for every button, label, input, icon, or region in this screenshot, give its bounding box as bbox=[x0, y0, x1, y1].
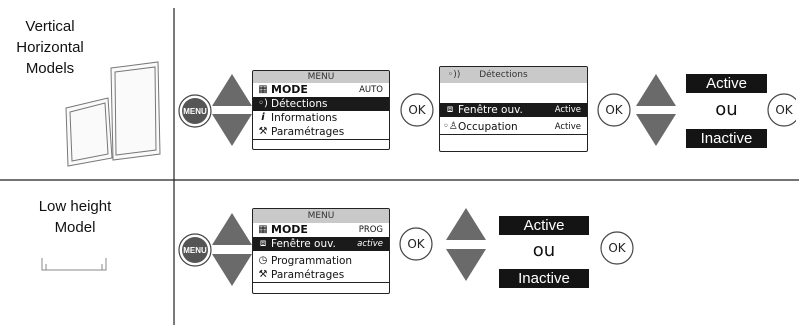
row1-controls: MENU OK OK OK bbox=[178, 74, 796, 146]
row1-ok-button-2[interactable]: OK bbox=[597, 93, 631, 127]
row1-menu-item-mode[interactable]: ▦ MODE AUTO bbox=[253, 83, 389, 97]
row2-menu-screen-header: MENU bbox=[253, 209, 389, 223]
row2-ok-button-2[interactable]: OK bbox=[600, 231, 634, 265]
row2-menu-item-fenetre-label: Fenêtre ouv. bbox=[271, 238, 336, 250]
row2-label-line1: Low height bbox=[38, 198, 112, 215]
row1-menu-screen: MENU ▦ MODE AUTO ◦) Détections i Informa… bbox=[252, 70, 390, 150]
row2-menu-button-label: MENU bbox=[183, 246, 207, 255]
row1-detections-item-fenetre[interactable]: ⧈ Fenêtre ouv. Active bbox=[440, 103, 587, 117]
row1-up-arrow-2-icon[interactable] bbox=[636, 74, 676, 106]
mode-grid-icon: ▦ bbox=[258, 224, 268, 235]
window-icon: ⧈ bbox=[446, 104, 454, 115]
row2-ok-button-2-label: OK bbox=[608, 241, 626, 255]
row1-menu-button[interactable]: MENU bbox=[178, 94, 212, 128]
row1-menu-item-parametrages[interactable]: ⚒ Paramétrages bbox=[253, 125, 389, 140]
person-wave-icon: ◦♙ bbox=[443, 121, 458, 132]
low-height-heater-illustration bbox=[41, 258, 107, 271]
row2-menu-item-parametrages-label: Paramétrages bbox=[271, 269, 345, 281]
row2-down-arrow-2-icon[interactable] bbox=[446, 249, 486, 281]
row1-label-line2: Horizontal bbox=[16, 39, 84, 56]
row2-inactive-state[interactable]: Inactive bbox=[499, 269, 589, 288]
row1-menu-screen-header: MENU bbox=[253, 71, 389, 83]
row1-detections-item-occupation-value: Active bbox=[554, 122, 581, 132]
window-icon: ⧈ bbox=[259, 238, 267, 249]
row2-menu-item-mode-value: PROG bbox=[358, 225, 383, 235]
row1-detections-item-fenetre-label: Fenêtre ouv. bbox=[458, 104, 523, 116]
row1-ok-button-1-label: OK bbox=[408, 103, 426, 117]
row1-detections-spacer bbox=[440, 83, 587, 99]
row2-ok-button-1[interactable]: OK bbox=[399, 227, 433, 261]
row2-ou-text: ou bbox=[532, 240, 556, 261]
row2-ok-button-1-label: OK bbox=[407, 237, 425, 251]
mode-grid-icon: ▦ bbox=[258, 84, 268, 95]
row2-menu-item-programmation[interactable]: ◷ Programmation bbox=[253, 254, 389, 268]
signal-waves-icon: ◦)) bbox=[448, 70, 461, 80]
row2-down-arrow-icon[interactable] bbox=[212, 254, 252, 286]
row1-detections-item-occupation[interactable]: ◦♙ Occupation Active bbox=[440, 120, 587, 135]
row1-ok-button-3-label: OK bbox=[775, 103, 793, 117]
row2-model-label: Low height Model bbox=[10, 196, 140, 238]
row1-down-arrow-icon[interactable] bbox=[212, 114, 252, 146]
row1-menu-item-informations[interactable]: i Informations bbox=[253, 111, 389, 125]
row2-active-state[interactable]: Active bbox=[499, 216, 589, 235]
row1-ok-button-3[interactable]: OK bbox=[767, 93, 796, 127]
row2-menu-item-mode-label: MODE bbox=[271, 223, 308, 236]
row1-menu-item-detections-label: Détections bbox=[271, 98, 328, 110]
row1-menu-item-mode-label: MODE bbox=[271, 83, 308, 96]
row2-label-line2: Model bbox=[54, 219, 96, 236]
row1-menu-item-mode-value: AUTO bbox=[359, 85, 383, 95]
row1-detections-header-label: Détections bbox=[479, 70, 528, 80]
row1-menu-button-label: MENU bbox=[183, 107, 207, 116]
row1-up-arrow-icon[interactable] bbox=[212, 74, 252, 106]
row1-ou-text: ou bbox=[715, 99, 738, 120]
row1-ok-button-2-label: OK bbox=[605, 103, 623, 117]
row1-menu-item-detections[interactable]: ◦) Détections bbox=[253, 97, 389, 111]
row2-menu-item-programmation-label: Programmation bbox=[271, 255, 353, 267]
row1-menu-item-parametrages-label: Paramétrages bbox=[271, 126, 345, 138]
row1-inactive-state[interactable]: Inactive bbox=[686, 129, 767, 148]
row2-menu-item-fenetre[interactable]: ⧈ Fenêtre ouv. active bbox=[253, 237, 389, 251]
row1-down-arrow-2-icon[interactable] bbox=[636, 114, 676, 146]
row1-label-line3: Models bbox=[25, 60, 75, 77]
row2-up-arrow-2-icon[interactable] bbox=[446, 208, 486, 240]
row2-up-arrow-icon[interactable] bbox=[212, 213, 252, 245]
row1-menu-item-informations-label: Informations bbox=[271, 112, 338, 124]
row2-menu-button[interactable]: MENU bbox=[178, 233, 212, 267]
wrench-icon: ⚒ bbox=[258, 126, 268, 137]
vertical-horizontal-heater-illustration bbox=[65, 61, 161, 167]
clock-icon: ◷ bbox=[258, 255, 268, 266]
row1-ok-button-1[interactable]: OK bbox=[400, 93, 434, 127]
info-icon: i bbox=[261, 112, 265, 123]
wrench-icon: ⚒ bbox=[258, 269, 268, 280]
row1-active-state[interactable]: Active bbox=[686, 74, 767, 93]
row1-detections-screen-header: ◦)) Détections bbox=[440, 67, 587, 83]
row1-detections-item-fenetre-value: Active bbox=[554, 105, 581, 115]
row2-menu-item-mode[interactable]: ▦ MODE PROG bbox=[253, 223, 389, 237]
row2-controls: MENU OK OK bbox=[178, 208, 634, 286]
row1-label-line1: Vertical bbox=[25, 18, 75, 35]
row2-menu-item-parametrages[interactable]: ⚒ Paramétrages bbox=[253, 268, 389, 283]
signal-waves-icon: ◦) bbox=[258, 98, 268, 109]
row1-model-label: Vertical Horizontal Models bbox=[0, 16, 100, 79]
row2-menu-item-fenetre-value: active bbox=[357, 239, 383, 249]
row1-detections-item-occupation-label: Occupation bbox=[458, 121, 518, 133]
row2-menu-screen: MENU ▦ MODE PROG ⧈ Fenêtre ouv. active ◷… bbox=[252, 208, 390, 294]
row1-detections-screen: ◦)) Détections ⧈ Fenêtre ouv. Active ◦♙ … bbox=[439, 66, 588, 152]
